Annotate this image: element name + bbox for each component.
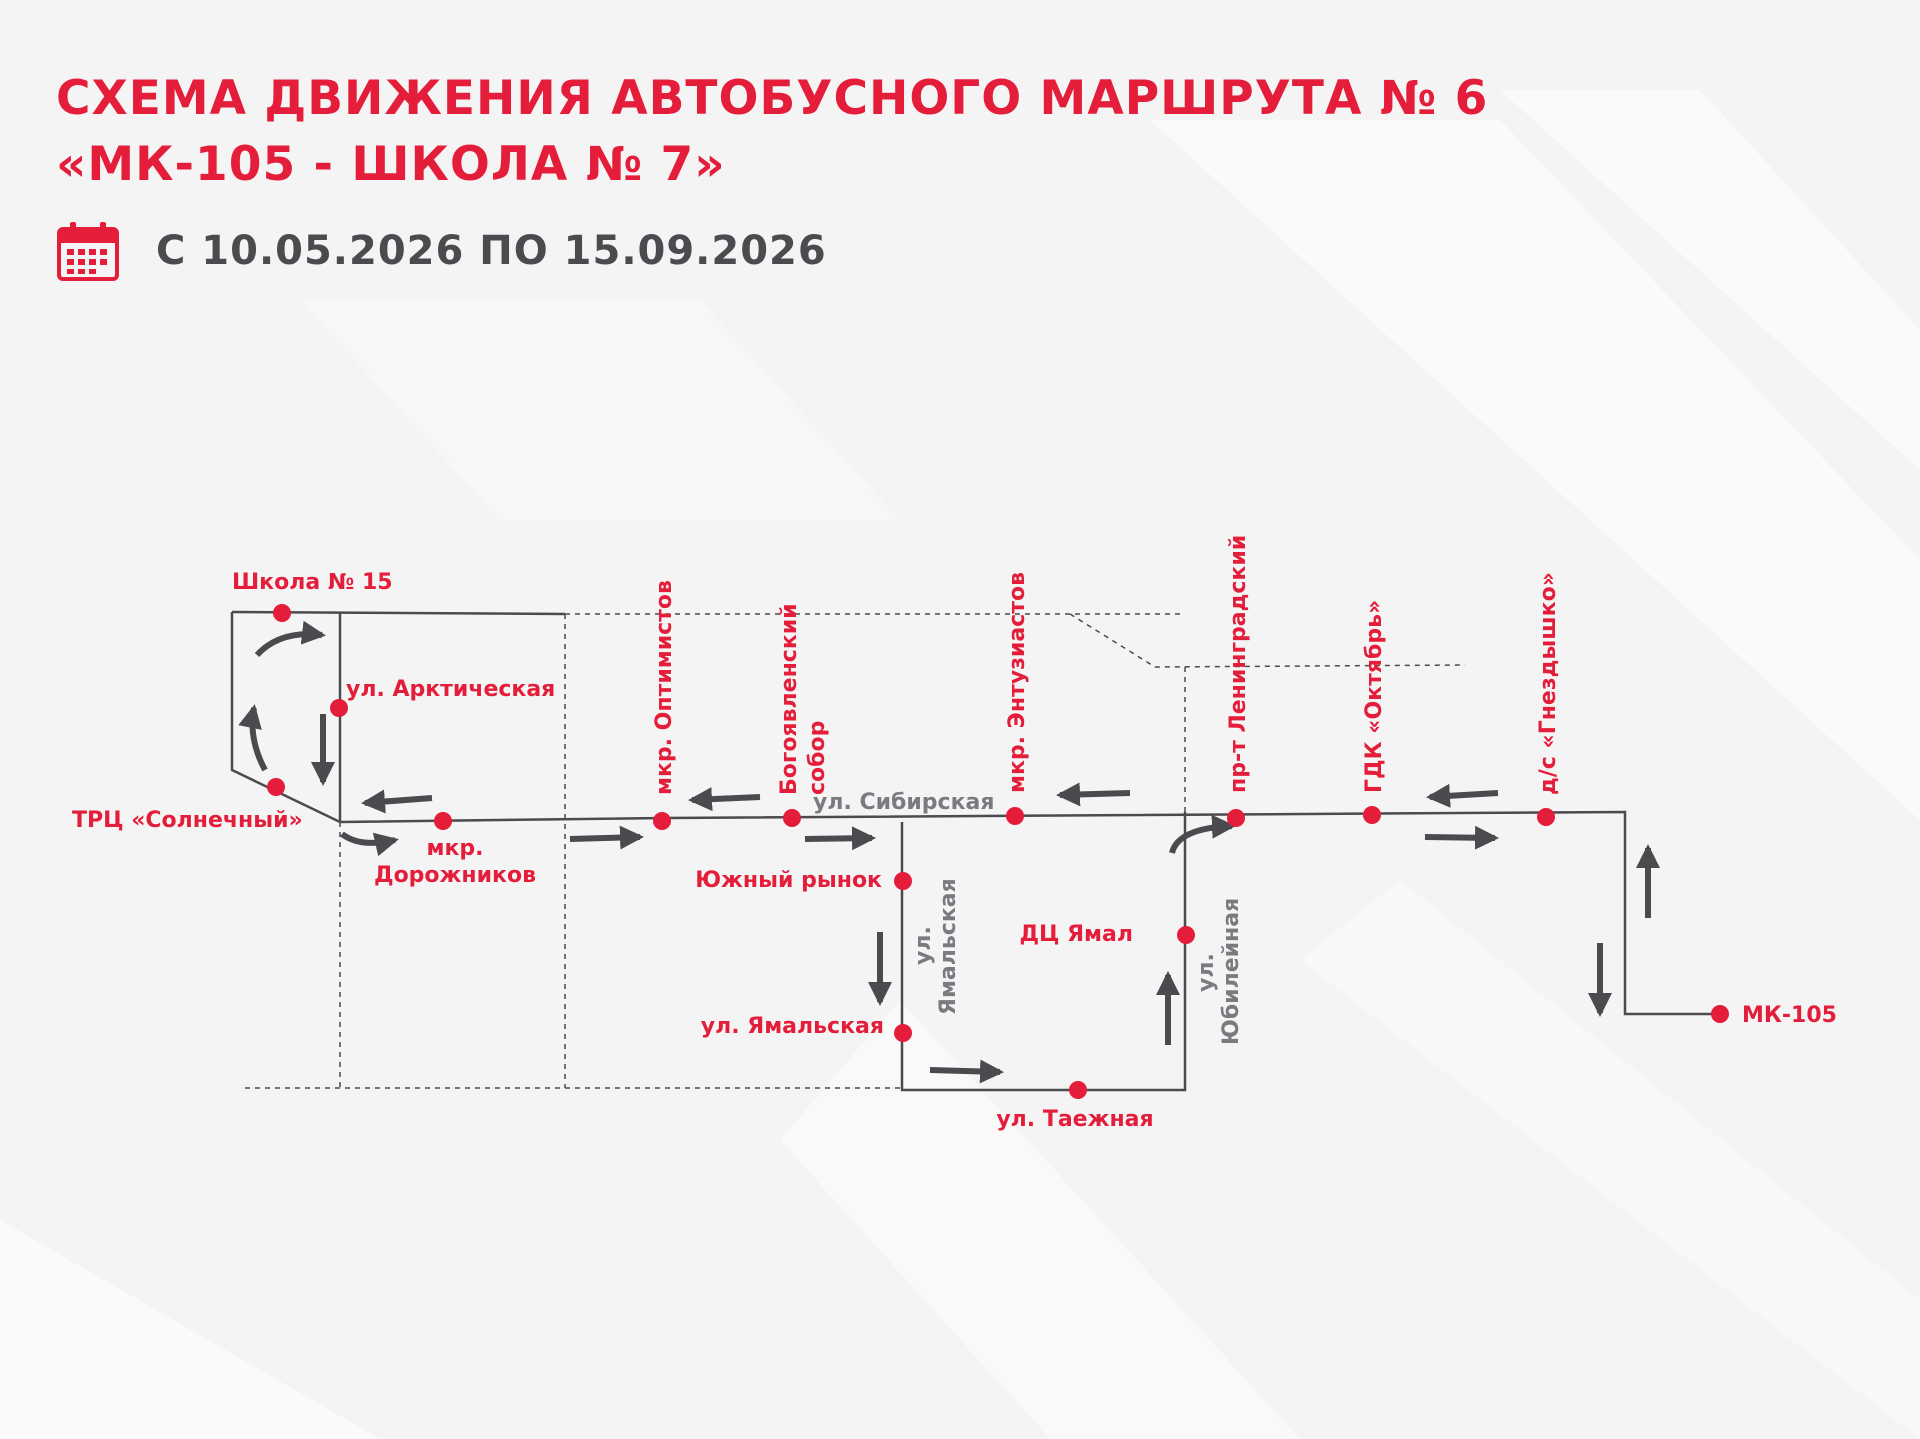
stop-label-dc-yamal: ДЦ Ямал	[1019, 922, 1133, 947]
arrow-icon	[569, 825, 644, 850]
arrow-icon	[238, 704, 268, 772]
date-range-text: С 10.05.2026 ПО 15.09.2026	[156, 228, 827, 274]
stop-label-dorozhnikov-1: мкр.	[426, 836, 483, 861]
arrow-icon	[361, 789, 433, 814]
title-line-1: СХЕМА ДВИЖЕНИЯ АВТОБУСНОГО МАРШРУТА № 6	[56, 71, 1489, 126]
stop-label-solnechny: ТРЦ «Солнечный»	[72, 808, 303, 833]
stop-dot	[653, 812, 671, 830]
street-label-yubileynaya-2: Юбилейная	[1219, 898, 1244, 1045]
stop-label-optimistov: мкр. Оптимистов	[652, 580, 677, 795]
arrow-icon	[929, 1059, 1004, 1084]
stop-dot	[1711, 1005, 1729, 1023]
calendar-icon	[57, 222, 119, 281]
stop-dot	[1363, 806, 1381, 824]
stop-dot	[267, 778, 285, 796]
stop-label-dorozhnikov-2: Дорожников	[374, 863, 536, 888]
stop-label-yuzhny-rynok: Южный рынок	[695, 868, 882, 893]
street-label-yamalskaya-1: ул.	[911, 926, 936, 965]
stop-dot	[434, 812, 452, 830]
stop-dot	[1537, 808, 1555, 826]
arrow-icon	[1426, 783, 1499, 808]
stop-label-gdk: ГДК «Октябрь»	[1362, 600, 1387, 793]
stop-label-sobor-2: собор	[805, 721, 830, 795]
stop-label-gnezdyshko: д/с «Гнездышко»	[1536, 572, 1561, 795]
stop-label-yamalskaya: ул. Ямальская	[701, 1014, 884, 1039]
arrow-icon	[340, 831, 399, 857]
arrow-icon	[1169, 814, 1236, 854]
stop-label-mk105: МК-105	[1742, 1003, 1837, 1028]
stop-dot	[1177, 926, 1195, 944]
stop-dot	[894, 872, 912, 890]
stop-label-taezhnaya: ул. Таежная	[996, 1107, 1153, 1132]
street-label-yamalskaya-2: Ямальская	[936, 878, 961, 1015]
arrow-icon	[254, 620, 326, 658]
date-range: С 10.05.2026 ПО 15.09.2026	[56, 218, 827, 284]
arrow-icon	[1056, 782, 1131, 807]
stop-dot	[273, 604, 291, 622]
arrow-icon	[1424, 825, 1499, 850]
stop-dot	[1069, 1081, 1087, 1099]
title-line-2: «МК-105 - ШКОЛА № 7»	[56, 137, 726, 192]
stop-dot	[894, 1024, 912, 1042]
street-label-sibirskaya: ул. Сибирская	[813, 790, 995, 815]
arrow-icon	[688, 787, 761, 812]
stop-dot	[783, 809, 801, 827]
direction-arrows	[238, 620, 1660, 1084]
stop-dots	[267, 604, 1729, 1099]
stop-label-school15: Школа № 15	[232, 570, 393, 595]
stop-dot	[1227, 809, 1245, 827]
dashed-streets	[245, 613, 1466, 1089]
stop-label-arkticheskaya: ул. Арктическая	[346, 677, 555, 702]
stop-label-entuziastov: мкр. Энтузиастов	[1005, 572, 1030, 793]
stop-label-sobor-1: Богоявленский	[777, 603, 802, 795]
street-label-yubileynaya-1: ул.	[1194, 953, 1219, 992]
arrow-icon	[804, 826, 876, 851]
stop-dot	[330, 699, 348, 717]
stop-dot	[1006, 807, 1024, 825]
stop-label-leningradsky: пр-т Ленинградский	[1226, 535, 1251, 793]
page-title: СХЕМА ДВИЖЕНИЯ АВТОБУСНОГО МАРШРУТА № 6 …	[56, 66, 1488, 198]
